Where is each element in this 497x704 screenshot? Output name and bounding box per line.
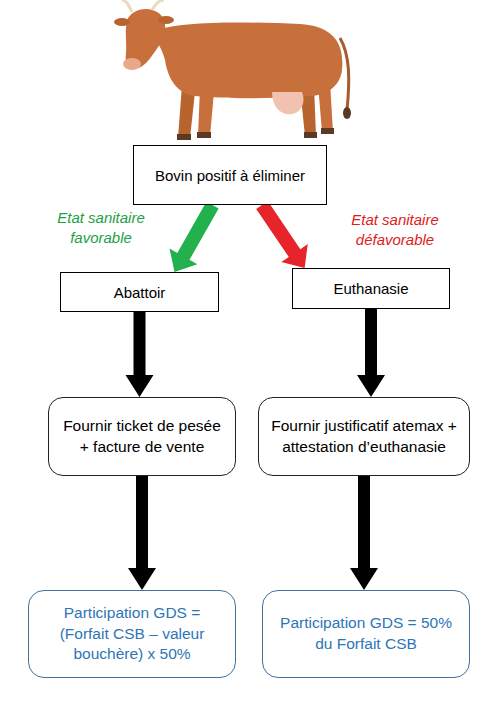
node-text: Fournir ticket de pesée + facture de ven… (59, 416, 225, 458)
cow-muzzle (123, 58, 141, 70)
block-arrow (350, 476, 378, 590)
cow-udder (272, 92, 304, 114)
condition-label: Etat sanitaire favorable (30, 208, 172, 247)
node-text: Euthanasie (333, 280, 408, 297)
result-box: Participation GDS = (Forfait CSB – valeu… (28, 590, 236, 678)
cow-hoof (177, 134, 191, 140)
condition-label: Etat sanitaire défavorable (312, 210, 478, 249)
process-box: Euthanasie (292, 268, 450, 309)
node-text: Participation GDS = (Forfait CSB – valeu… (39, 603, 225, 666)
cow-body (150, 22, 342, 98)
cow-ear (158, 16, 174, 24)
start-box: Bovin positif à éliminer (133, 145, 327, 205)
node-text: Fournir justificatif atemax + attestatio… (269, 416, 459, 458)
cow-horn (152, 0, 164, 10)
node-text: Participation GDS = 50% du Forfait CSB (273, 613, 459, 655)
result-box: Participation GDS = 50% du Forfait CSB (262, 590, 470, 678)
block-arrow (126, 312, 154, 397)
cow-hoof (197, 132, 211, 138)
cow-tail-tip (343, 107, 351, 119)
node-text: Bovin positif à éliminer (155, 167, 305, 184)
block-arrow (357, 309, 385, 397)
document-box: Fournir ticket de pesée + facture de ven… (48, 397, 236, 476)
cow-horn (122, 0, 132, 12)
cow-hoof (304, 132, 317, 138)
block-arrow (170, 202, 219, 273)
block-arrow (128, 476, 156, 590)
document-box: Fournir justificatif atemax + attestatio… (258, 397, 470, 476)
cow-ear (114, 18, 130, 26)
cow-tail (340, 38, 349, 110)
block-arrow (256, 201, 308, 268)
process-box: Abattoir (60, 272, 219, 312)
cow-hoof (321, 128, 334, 134)
node-text: Abattoir (114, 284, 166, 301)
